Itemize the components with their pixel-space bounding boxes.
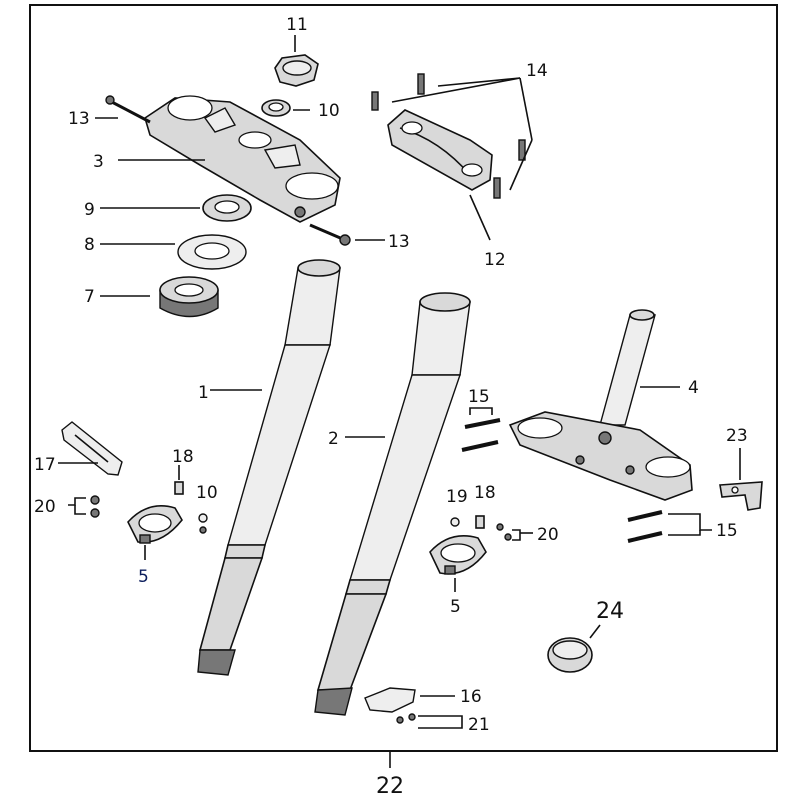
part-16-fork-guard-bracket [364, 687, 416, 713]
part-2-fork-leg-right [314, 292, 471, 716]
callout-15-lower: 15 [716, 521, 738, 541]
callout-9: 9 [84, 200, 95, 220]
callout-23: 23 [726, 426, 748, 446]
part-15-bolts-lower [627, 510, 663, 543]
part-3-upper-triple-clamp [144, 95, 341, 223]
callout-21: 21 [468, 715, 490, 735]
part-8-dust-seal [177, 234, 247, 270]
part-13-bolt-right [309, 223, 351, 246]
leader-21-bracket [418, 715, 463, 729]
part-24-ring-seal [547, 637, 593, 673]
part-11-top-nut [274, 54, 319, 87]
callout-7: 7 [84, 287, 95, 307]
callout-17: 17 [34, 455, 56, 475]
part-15-bolts-upper [461, 418, 501, 452]
callout-3: 3 [93, 152, 104, 172]
callout-20-right: 20 [537, 525, 559, 545]
callout-14: 14 [526, 61, 548, 81]
leader-14b [391, 77, 521, 103]
part-10-washer-small [198, 513, 208, 534]
leader-14c [519, 77, 533, 141]
part-18-sleeve-left [174, 481, 184, 495]
callout-2: 2 [328, 429, 339, 449]
callout-5-left: 5 [138, 567, 149, 587]
part-21-screws [396, 713, 416, 724]
leader-20a-bottom [74, 505, 86, 515]
part-5-clamp-right [429, 535, 487, 575]
callout-13-upper: 13 [68, 109, 90, 129]
callout-10-upper: 10 [318, 101, 340, 121]
part-20-screws-right [496, 523, 512, 541]
part-23-bracket [719, 481, 763, 511]
callout-24: 24 [596, 599, 624, 624]
leader-15a [469, 407, 493, 415]
leader-20b-bracket [512, 529, 521, 541]
callout-13-lower: 13 [388, 232, 410, 252]
part-19-washer [450, 517, 460, 527]
callout-20-left: 20 [34, 497, 56, 517]
callout-4: 4 [688, 378, 699, 398]
leader-12 [469, 194, 491, 241]
part-18-sleeve-right [475, 515, 485, 529]
callout-11: 11 [286, 15, 308, 35]
callout-12: 12 [484, 250, 506, 270]
callout-10-lower: 10 [196, 483, 218, 503]
part-10-washer-top [261, 99, 291, 117]
leader-15b-top [668, 513, 712, 531]
callout-18-left: 18 [172, 447, 194, 467]
part-14-bolts [371, 73, 526, 199]
callout-1: 1 [198, 383, 209, 403]
part-13-bolt-left [105, 95, 151, 124]
leader-14d [509, 139, 533, 191]
callout-22: 22 [376, 774, 404, 799]
leader-24 [589, 624, 601, 639]
callout-18-right: 18 [474, 483, 496, 503]
leader-20a-top [68, 497, 86, 506]
part-1-fork-leg-left [197, 259, 341, 676]
diagram-frame [29, 4, 778, 752]
part-7-bearing-race [159, 276, 219, 318]
leader-15b-bottom [668, 530, 701, 536]
part-12-handlebar-clamp [387, 109, 493, 191]
callout-15-upper: 15 [468, 387, 490, 407]
part-4-lower-triple-clamp [508, 309, 693, 501]
part-17-strap [61, 421, 123, 476]
part-5-clamp-left [127, 505, 183, 544]
callout-16: 16 [460, 687, 482, 707]
part-9-bearing [202, 194, 252, 222]
part-20-screws-left [90, 495, 100, 518]
leader-14a [437, 77, 521, 87]
callout-8: 8 [84, 235, 95, 255]
callout-19: 19 [446, 487, 468, 507]
callout-5-right: 5 [450, 597, 461, 617]
